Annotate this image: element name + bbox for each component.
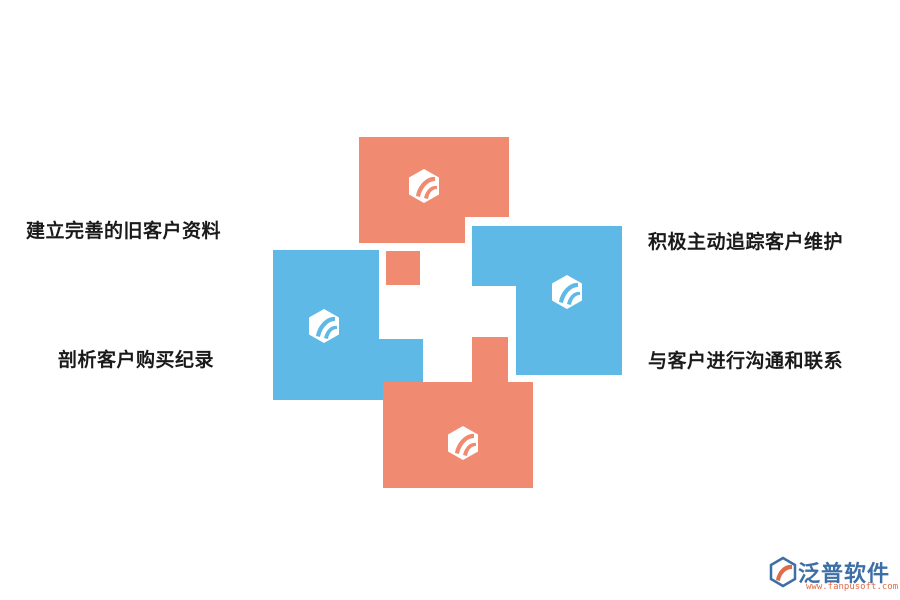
right-blue-block <box>472 226 622 375</box>
left-blue-block <box>273 250 423 400</box>
top-salmon-connector <box>386 251 420 285</box>
item-label-top-left: 建立完善的旧客户资料 <box>26 220 222 242</box>
brand-url: www.fanpusoft.com <box>806 582 899 592</box>
bottom-salmon-block <box>383 337 533 488</box>
item-label-bottom-left: 剖析客户购买纪录 <box>58 349 215 371</box>
brand-name: 泛普软件 <box>798 562 891 587</box>
brand-logo-icon <box>769 556 797 588</box>
item-label-bottom-right: 与客户进行沟通和联系 <box>648 350 844 372</box>
item-label-top-right: 积极主动追踪客户维护 <box>648 231 844 253</box>
